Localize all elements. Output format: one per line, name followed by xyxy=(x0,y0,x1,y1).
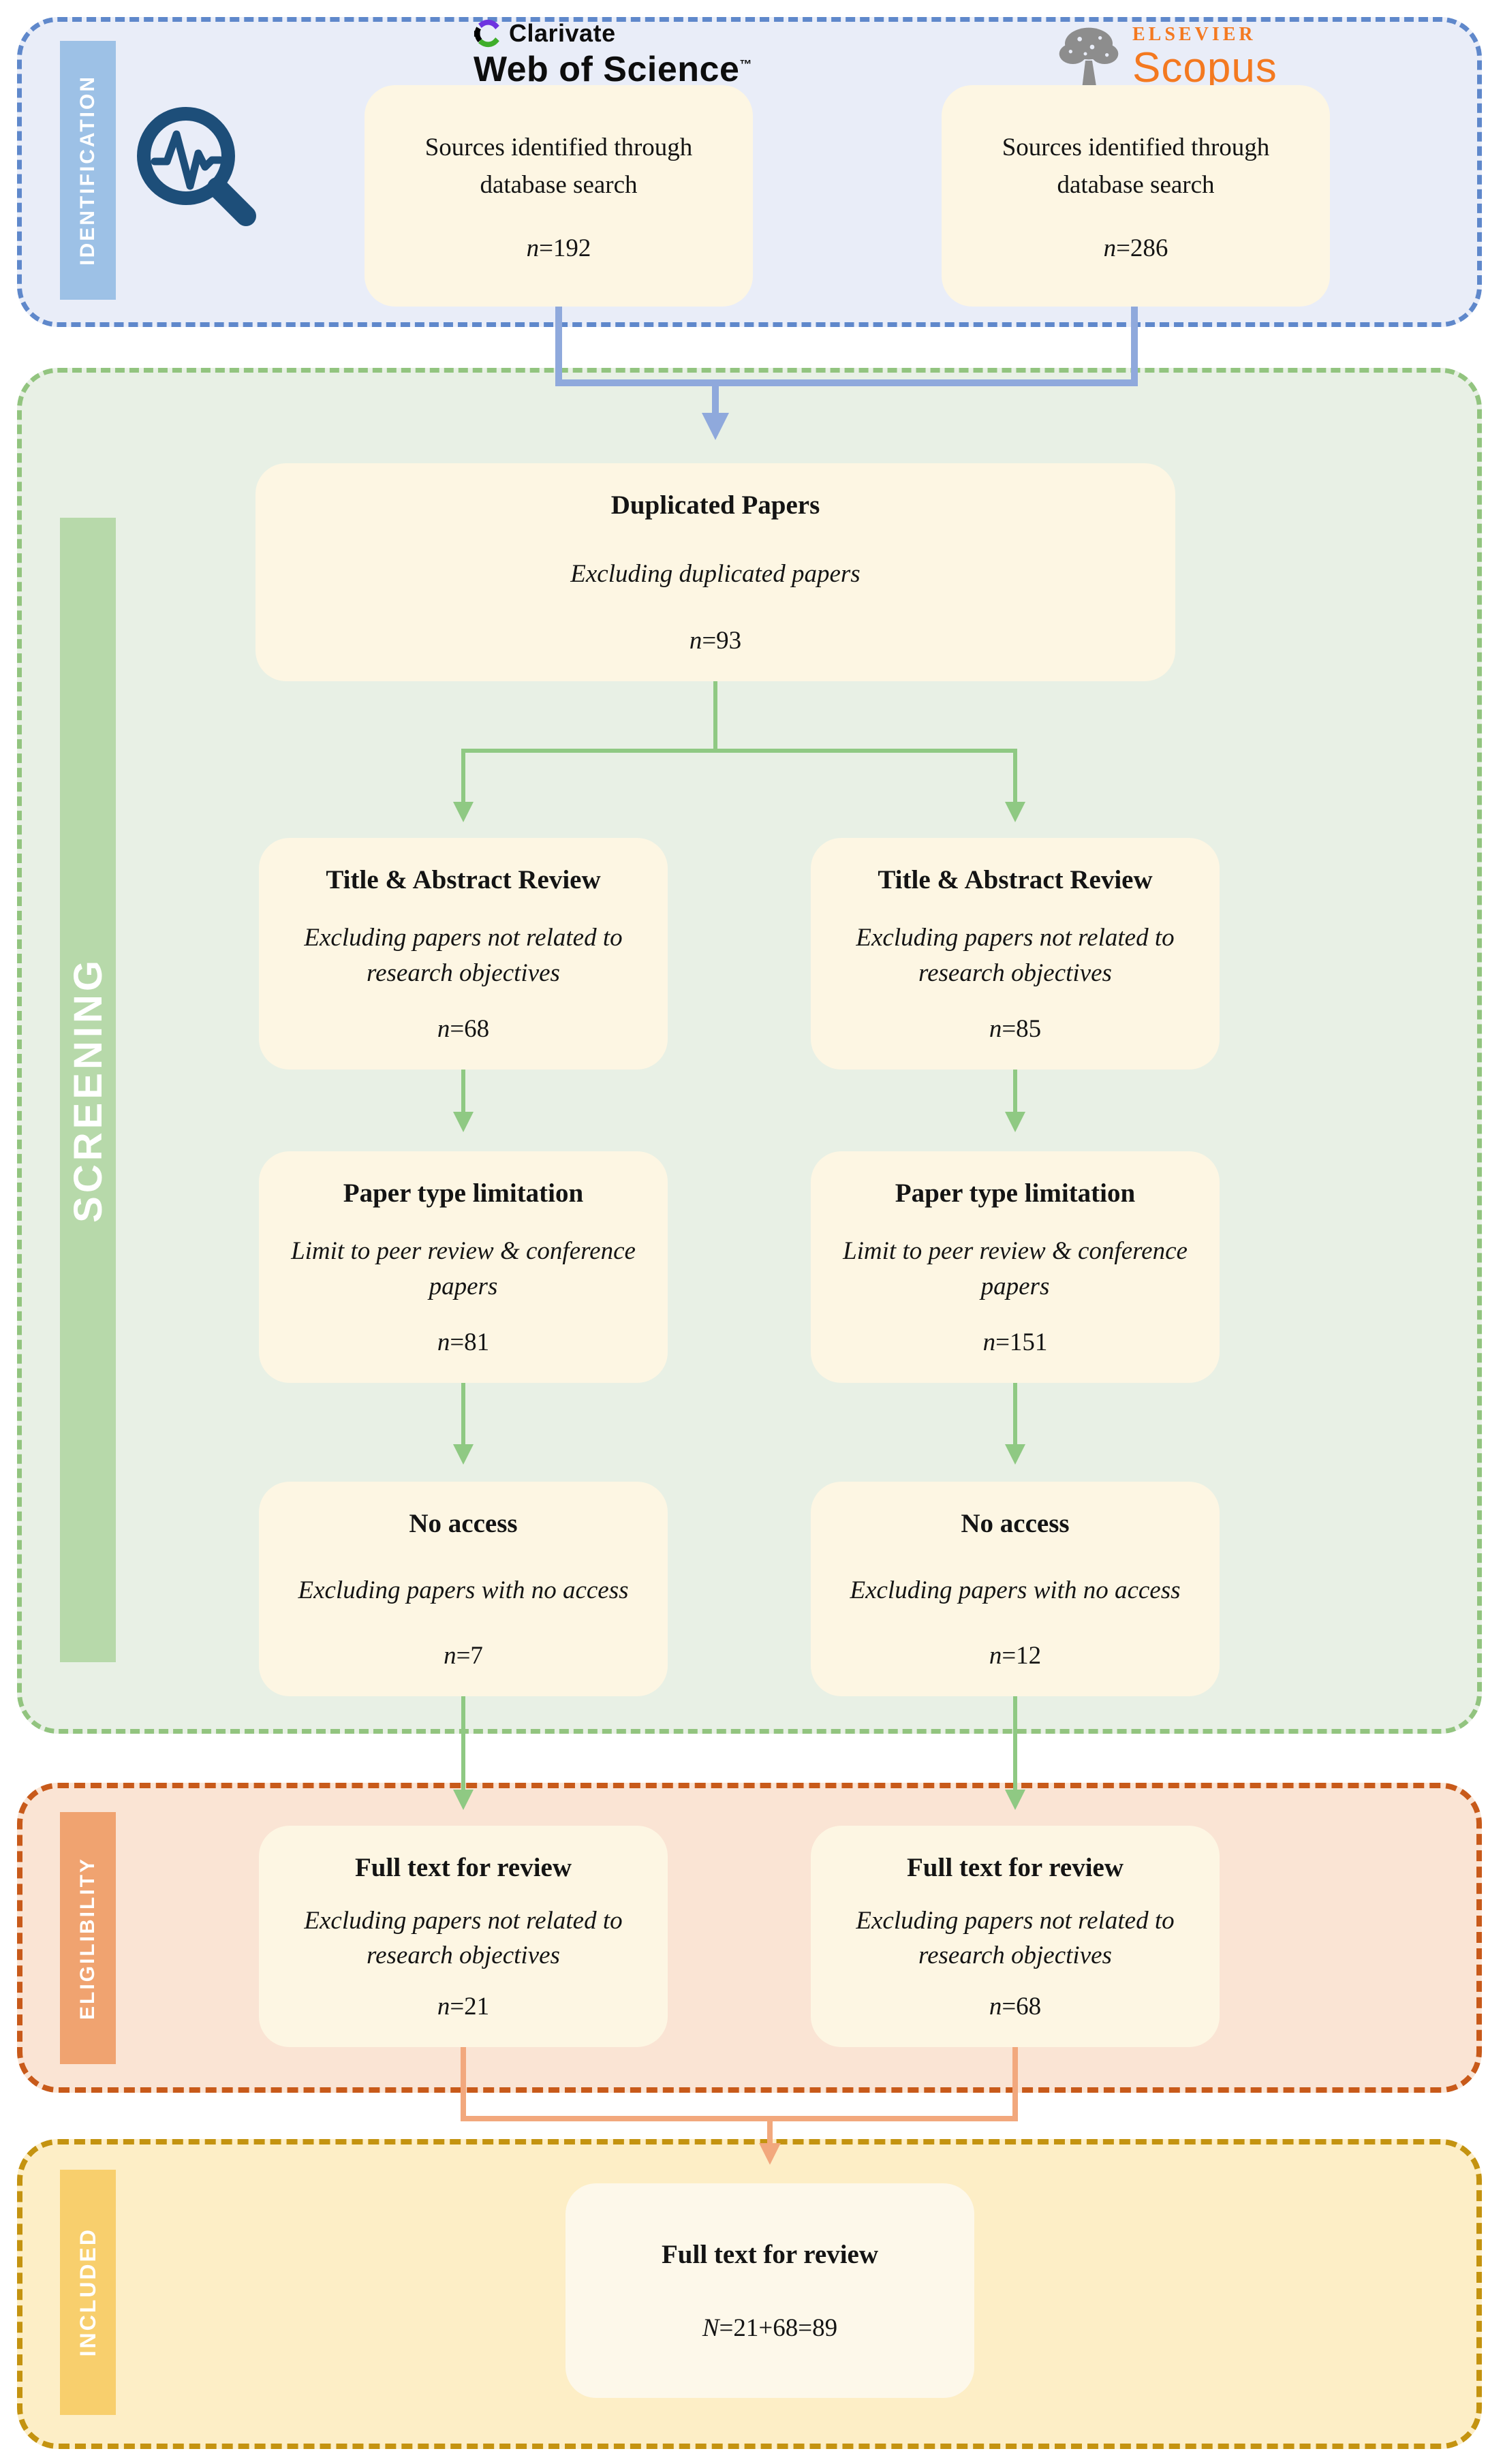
count-variable: n xyxy=(437,1993,450,2021)
box-count: n=68 xyxy=(989,1992,1041,2021)
clarivate-icon xyxy=(474,19,499,48)
box-count: n=192 xyxy=(527,234,591,263)
count-value: =68 xyxy=(1002,1993,1042,2021)
box-title: Full text for review xyxy=(661,2240,879,2270)
count-value: =93 xyxy=(702,626,742,655)
scopus-text: Scopus xyxy=(1132,44,1277,91)
count-variable: n xyxy=(1103,234,1117,263)
box-title: Paper type limitation xyxy=(895,1179,1136,1208)
box-note: Excluding papers with no access xyxy=(850,1576,1181,1605)
box-title-abstract-scopus: Title & Abstract Review Excluding papers… xyxy=(811,838,1220,1070)
arrow-split-left xyxy=(453,749,715,822)
screening-label: SCREENING xyxy=(60,518,116,1662)
box-included-final: Full text for review N=21+68=89 xyxy=(565,2183,974,2398)
box-note: Excluding papers not related to research… xyxy=(856,1906,1175,1970)
count-variable: n xyxy=(989,1993,1002,2021)
box-no-access-wos: No access Excluding papers with no acces… xyxy=(259,1482,668,1696)
web-of-science-wordmark: Web of Science™ xyxy=(474,49,752,90)
eligibility-label-text: ELIGILIBILITY xyxy=(76,1856,99,2020)
eligibility-label: ELIGILIBILITY xyxy=(60,1812,116,2064)
web-of-science-logo: Clarivate Web of Science™ xyxy=(474,19,752,90)
elsevier-tree-icon xyxy=(1059,27,1119,94)
box-title: Title & Abstract Review xyxy=(878,865,1153,894)
count-variable: N xyxy=(702,2313,719,2342)
connector-sources-merge xyxy=(555,303,1138,386)
clarivate-brand-text: Clarivate xyxy=(509,19,616,47)
identification-label: IDENTIFICATION xyxy=(60,41,116,300)
box-title: Duplicated Papers xyxy=(610,490,820,520)
count-variable: n xyxy=(444,1641,456,1670)
count-variable: n xyxy=(989,1015,1002,1043)
box-text: Sources identified through database sear… xyxy=(1002,133,1270,200)
box-note: Excluding papers not related to research… xyxy=(304,1906,623,1970)
box-count: N=21+68=89 xyxy=(702,2313,837,2343)
count-variable: n xyxy=(989,1641,1002,1670)
box-paper-type-wos: Paper type limitation Limit to peer revi… xyxy=(259,1151,668,1383)
count-value: =85 xyxy=(1002,1015,1042,1043)
trademark-symbol: ™ xyxy=(739,57,752,72)
box-title: Title & Abstract Review xyxy=(326,865,601,894)
count-variable: n xyxy=(437,1015,450,1043)
box-count: n=12 xyxy=(989,1641,1041,1670)
count-value: =21 xyxy=(450,1993,490,2021)
clarivate-brand-row: Clarivate xyxy=(474,19,752,48)
included-label-text: INCLUDED xyxy=(75,2228,100,2357)
box-count: n=85 xyxy=(989,1014,1041,1044)
count-variable: n xyxy=(437,1328,450,1356)
screening-label-text: SCREENING xyxy=(65,957,110,1223)
box-duplicated-papers: Duplicated Papers Excluding duplicated p… xyxy=(255,463,1175,681)
scopus-wordmark: ELSEVIER Scopus xyxy=(1132,24,1277,90)
box-full-text-scopus: Full text for review Excluding papers no… xyxy=(811,1826,1220,2047)
box-note: Limit to peer review & conference papers xyxy=(843,1237,1188,1300)
box-paper-type-scopus: Paper type limitation Limit to peer revi… xyxy=(811,1151,1220,1383)
count-value: =286 xyxy=(1116,234,1168,263)
box-sources-wos: Sources identified through database sear… xyxy=(365,85,753,307)
box-note: Limit to peer review & conference papers xyxy=(291,1237,636,1300)
count-value: =7 xyxy=(456,1641,483,1670)
box-title: Paper type limitation xyxy=(343,1179,584,1208)
count-variable: n xyxy=(689,626,702,655)
box-count: n=21 xyxy=(437,1992,489,2021)
arrow-split-right xyxy=(715,749,1025,822)
box-count: n=7 xyxy=(444,1641,483,1670)
box-title: No access xyxy=(961,1509,1070,1538)
box-count: n=81 xyxy=(437,1328,489,1357)
box-text: Sources identified through database sear… xyxy=(424,133,693,200)
box-full-text-wos: Full text for review Excluding papers no… xyxy=(259,1826,668,2047)
scopus-logo: ELSEVIER Scopus xyxy=(1055,24,1277,97)
count-value: =192 xyxy=(539,234,591,263)
count-value: =151 xyxy=(995,1328,1048,1356)
box-count: n=93 xyxy=(689,626,741,655)
box-note: Excluding papers with no access xyxy=(298,1576,629,1605)
box-count: n=151 xyxy=(983,1328,1048,1357)
count-variable: n xyxy=(526,234,540,263)
included-label: INCLUDED xyxy=(60,2170,116,2415)
count-value: =68 xyxy=(450,1015,490,1043)
box-note: Excluding papers not related to research… xyxy=(304,924,623,987)
box-sources-scopus: Sources identified through database sear… xyxy=(942,85,1330,307)
box-title: Full text for review xyxy=(354,1853,572,1882)
count-value: =21+68=89 xyxy=(719,2313,838,2342)
box-note: Excluding papers not related to research… xyxy=(856,924,1175,987)
search-analytics-icon xyxy=(126,99,262,238)
box-title: No access xyxy=(409,1509,518,1538)
identification-label-text: IDENTIFICATION xyxy=(76,75,99,266)
box-no-access-scopus: No access Excluding papers with no acces… xyxy=(811,1482,1220,1696)
count-variable: n xyxy=(982,1328,996,1356)
box-count: n=68 xyxy=(437,1014,489,1044)
web-of-science-text: Web of Science xyxy=(474,50,740,89)
count-value: =12 xyxy=(1002,1641,1042,1670)
connector-fulltext-merge xyxy=(461,2047,1018,2121)
box-count: n=286 xyxy=(1104,234,1168,263)
box-note: Excluding duplicated papers xyxy=(570,559,861,588)
count-value: =81 xyxy=(450,1328,490,1356)
box-title-abstract-wos: Title & Abstract Review Excluding papers… xyxy=(259,838,668,1070)
elsevier-text: ELSEVIER xyxy=(1132,24,1256,45)
box-title: Full text for review xyxy=(906,1853,1124,1882)
